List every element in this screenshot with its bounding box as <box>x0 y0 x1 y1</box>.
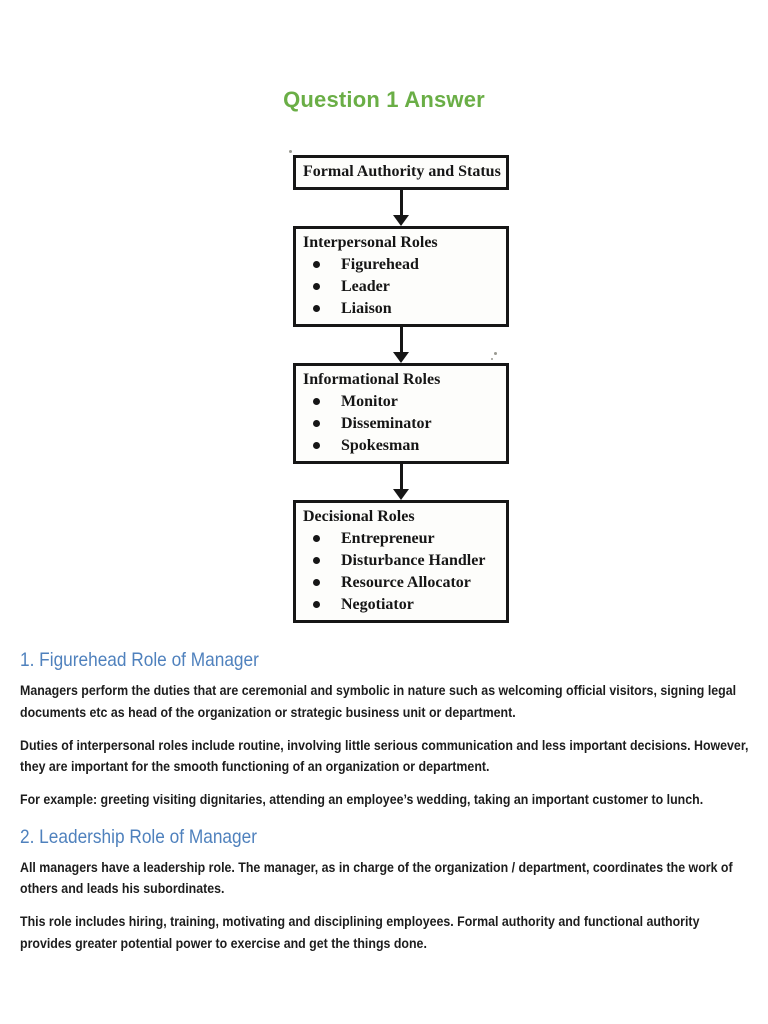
bullet-item-label: Disseminator <box>341 415 432 432</box>
bullet-item: Spokesman <box>303 435 501 456</box>
bullet-item: Disturbance Handler <box>303 550 501 571</box>
section-heading: 2. Leadership Role of Manager <box>20 825 257 848</box>
bullet-item-label: Leader <box>341 278 390 295</box>
bullet-item-label: Disturbance Handler <box>341 552 486 569</box>
bullet-item: Figurehead <box>303 254 501 275</box>
bullet-item-label: Monitor <box>341 393 398 410</box>
bullet-icon <box>313 283 320 290</box>
paragraph: Managers perform the duties that are cer… <box>20 682 737 720</box>
bullet-icon <box>313 261 320 268</box>
bullet-icon <box>313 557 320 564</box>
bullet-item: Liaison <box>303 298 501 319</box>
flow-box-title: Decisional Roles <box>303 508 415 525</box>
bullet-item-label: Liaison <box>341 300 392 317</box>
paragraph: This role includes hiring, training, mot… <box>20 913 700 951</box>
bullet-icon <box>313 420 320 427</box>
arrow-down-icon <box>293 190 509 226</box>
section-heading: 1. Figurehead Role of Manager <box>20 649 259 671</box>
bullet-item-label: Figurehead <box>341 256 419 273</box>
scan-artifact <box>491 358 493 360</box>
flow-box: Formal Authority and Status <box>293 155 509 190</box>
page-title: Question 1 Answer <box>283 87 485 112</box>
bullet-icon <box>313 579 320 586</box>
bullet-item-label: Spokesman <box>341 437 420 454</box>
paragraph: For example: greeting visiting dignitari… <box>20 791 704 807</box>
bullet-icon <box>313 442 320 449</box>
arrow-head <box>393 215 409 226</box>
bullet-item: Entrepreneur <box>303 528 501 549</box>
paragraph: Duties of interpersonal roles include ro… <box>20 736 749 775</box>
flow-box-title: Interpersonal Roles <box>303 234 438 251</box>
bullet-item-label: Negotiator <box>341 596 414 613</box>
arrow-down-icon <box>293 464 509 500</box>
bullet-item-label: Entrepreneur <box>341 530 435 547</box>
bullet-item: Monitor <box>303 391 501 412</box>
bullet-item: Disseminator <box>303 413 501 434</box>
bullet-icon <box>313 305 320 312</box>
bullet-icon <box>313 398 320 405</box>
bullet-item: Resource Allocator <box>303 572 501 593</box>
flow-box-title: Informational Roles <box>303 371 441 388</box>
paragraph: All managers have a leadership role. The… <box>20 858 733 897</box>
bullet-item: Negotiator <box>303 594 501 615</box>
arrow-shaft <box>399 464 403 489</box>
arrow-shaft <box>399 190 403 215</box>
flow-box-title: Formal Authority and Status <box>303 163 501 180</box>
arrow-down-icon <box>293 327 509 363</box>
bullet-icon <box>313 535 320 542</box>
bullet-item: Leader <box>303 276 501 297</box>
scan-artifact <box>289 150 292 153</box>
bullet-item-label: Resource Allocator <box>341 574 471 591</box>
scan-artifact <box>494 352 497 355</box>
arrow-shaft <box>399 327 403 352</box>
arrow-head <box>393 489 409 500</box>
arrow-head <box>393 352 409 363</box>
bullet-icon <box>313 601 320 608</box>
